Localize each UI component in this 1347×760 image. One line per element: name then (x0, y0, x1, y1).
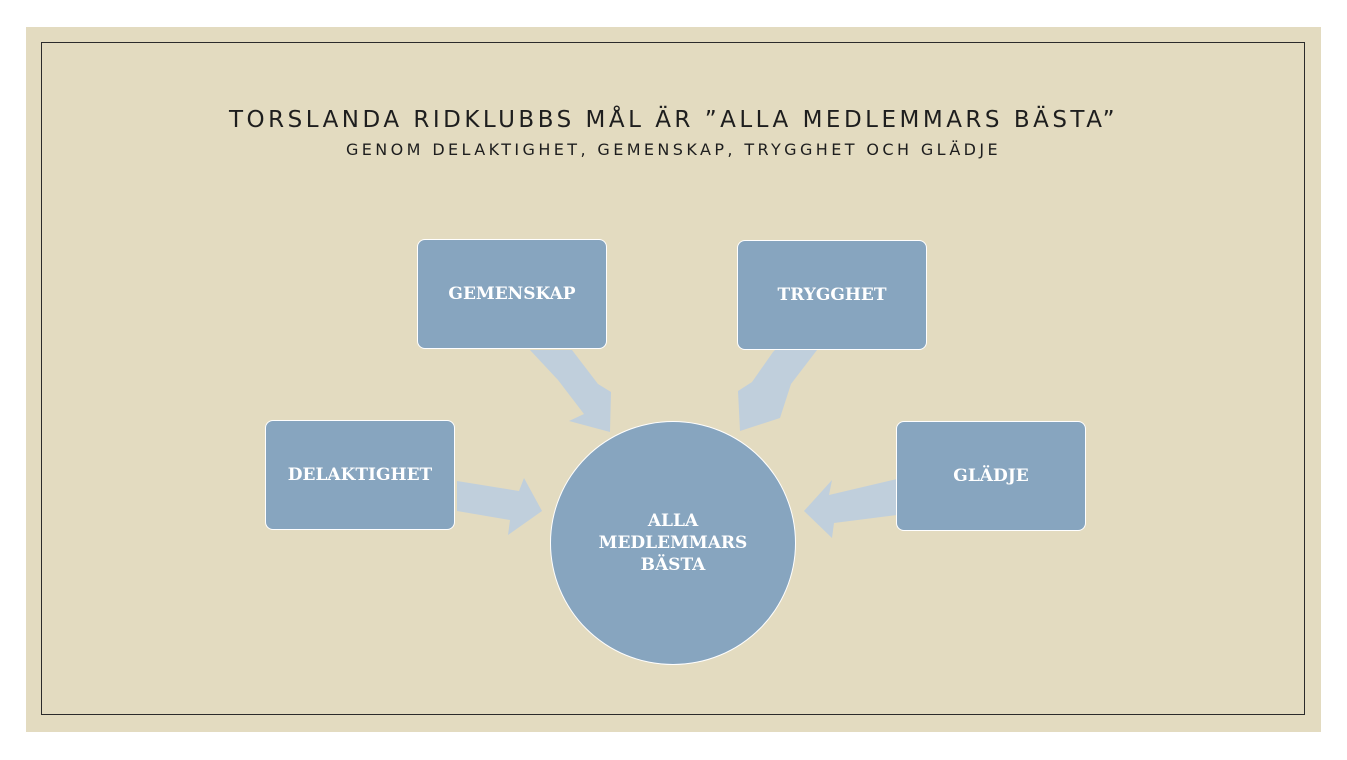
node-gemenskap-label: GEMENSKAP (448, 284, 576, 304)
slide-subtitle: GENOM DELAKTIGHET, GEMENSKAP, TRYGGHET O… (345, 140, 1002, 159)
node-gladje: GLÄDJE (896, 421, 1086, 531)
node-gladje-label: GLÄDJE (953, 466, 1029, 486)
slide: TORSLANDA RIDKLUBBS MÅL ÄR ”ALLA MEDLEMM… (26, 27, 1321, 732)
node-trygghet: TRYGGHET (737, 240, 927, 350)
arrow-trygghet (738, 350, 817, 431)
arrow-gemenskap (530, 350, 611, 432)
arrow-delaktighet (457, 478, 542, 535)
node-trygghet-label: TRYGGHET (777, 285, 887, 305)
center-node: ALLA MEDLEMMARS BÄSTA (550, 421, 796, 665)
arrow-gladje (804, 479, 897, 538)
node-delaktighet: DELAKTIGHET (265, 420, 455, 530)
center-node-label: ALLA MEDLEMMARS BÄSTA (598, 511, 748, 575)
node-gemenskap: GEMENSKAP (417, 239, 607, 349)
slide-frame (41, 42, 1305, 715)
node-delaktighet-label: DELAKTIGHET (287, 465, 433, 485)
arrows-layer (457, 350, 897, 538)
slide-title: TORSLANDA RIDKLUBBS MÅL ÄR ”ALLA MEDLEMM… (229, 107, 1118, 133)
